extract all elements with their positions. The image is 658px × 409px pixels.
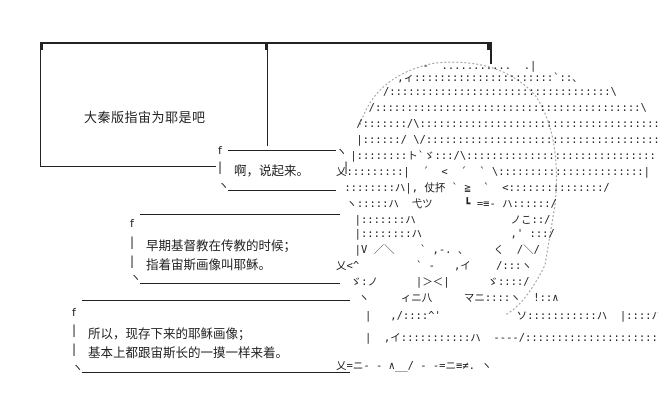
character-outline <box>359 61 557 316</box>
character-ascii-art <box>330 55 570 405</box>
art-line: /:::::::::::::::::::::::::::::::::::\ <box>364 86 617 98</box>
art-line: ゞ:ノ |＞＜| ゞ::::/ <box>338 276 530 288</box>
art-line: 乂<^ ` - ,イ /:::ヽ <box>336 260 532 272</box>
art-line: ヽ:::::ハ 弋ツ ┗ =≡- ハ::::::/ <box>340 198 557 210</box>
title-frame-corner-mark <box>487 42 490 50</box>
bubble-text: 基本上都跟宙斯长的一摸一样来着。 <box>88 345 289 360</box>
art-line: |V ／＼ ` ,-. 、 く /＼/ <box>342 244 540 256</box>
title-frame-corner-mark <box>40 42 43 50</box>
bubble-text: 早期基督教在传教的时候； <box>146 238 297 253</box>
art-line: /:::::::/\::::::::::::::::::::::::::::::… <box>350 118 658 130</box>
art-line: 乂:::::::::| ´ < ´ ` \:::::::::::::::::::… <box>336 166 650 178</box>
title-frame-left-border <box>40 42 41 166</box>
art-line: |::::::::ハ ,' :::/ <box>342 228 555 240</box>
bubble-text: 啊，说起来。 <box>234 163 310 178</box>
art-line: ヽ ィニ八 マニ::::ヽ !::∧ <box>346 292 559 304</box>
title-frame-bottom-border <box>40 166 216 167</box>
title-frame-divider <box>267 42 268 146</box>
title-frame-right-border <box>490 42 492 64</box>
art-line: |:::::::ハ ノこ::/ <box>342 214 551 226</box>
bubble-text: 指着宙斯画像叫耶稣。 <box>146 257 272 272</box>
bubble-text: 所以，现存下来的耶稣画像； <box>88 326 251 341</box>
title-frame-corner-mark <box>265 42 268 50</box>
art-line: ::::::::ハ|, 仗抔 ` ≧ ` <:::::::::::::::/ <box>338 182 610 194</box>
art-line: | ,イ:::::::::::ハ ----/::::::::::::::::::… <box>346 332 658 344</box>
art-line: /:::::::::::::::::::::::::::::::::::::::… <box>356 102 647 114</box>
art-line: 乂=ニ- - ∧__/ - -=ニ≡≠. ヽ <box>336 360 492 372</box>
caption-title: 大秦版指宙为耶是吧 <box>84 111 206 126</box>
art-line: ,ィ::::::::::::::::::::::`::、 <box>372 72 583 84</box>
art-line: |::::::/ \/:::::::::::::::::::::::::::::… <box>350 134 658 146</box>
art-line: - ........... .| <box>372 60 537 72</box>
art-line: | ,/::::^' ソ:::::::::::ハ |::::ハ <box>346 310 658 322</box>
art-line: |::::::::ト`ゞ:::/\:::::::::::::::::::::::… <box>344 150 658 162</box>
